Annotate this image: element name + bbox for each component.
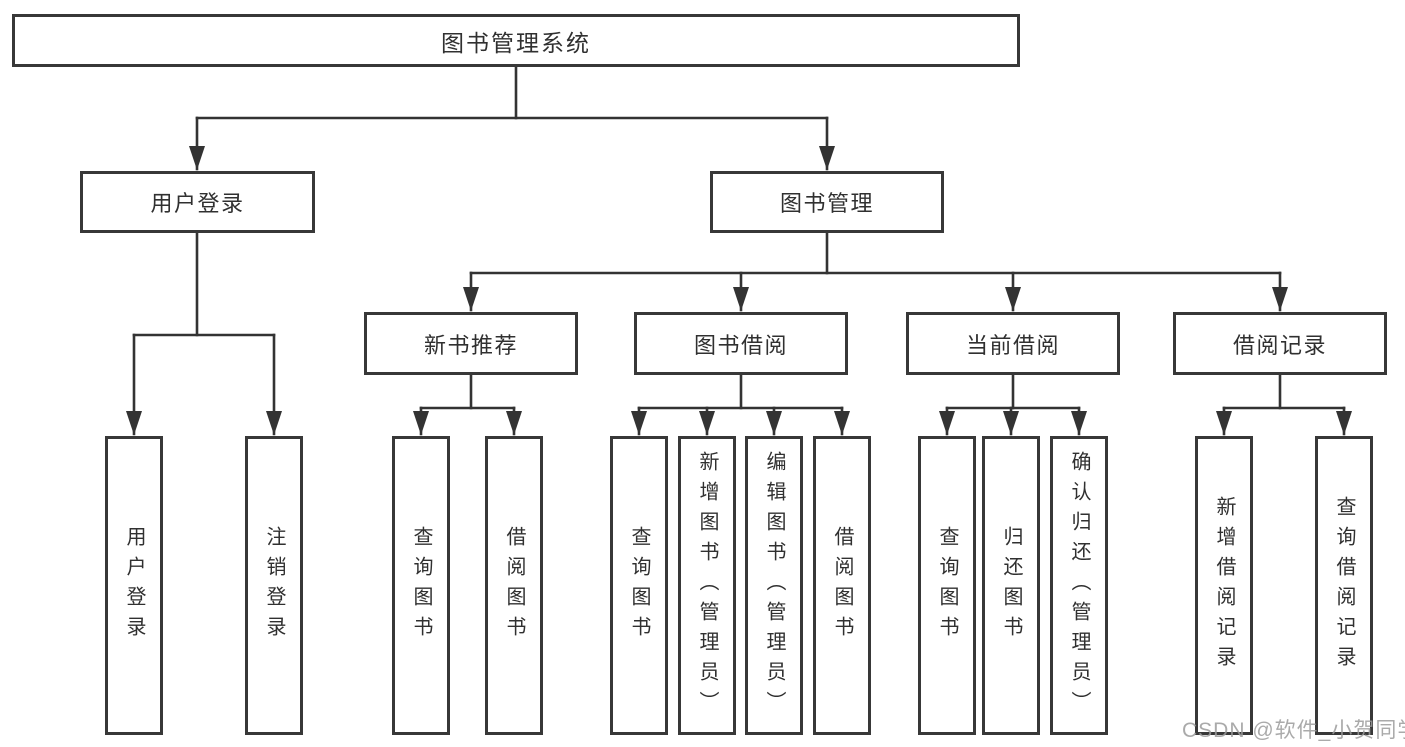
node-add-borrow-record: 新增借阅记录 xyxy=(1195,436,1253,735)
node-borrow-books-recommend: 借阅图书 xyxy=(485,436,543,735)
edges-book-borrowing-children xyxy=(631,373,850,436)
node-new-book-recommend: 新书推荐 xyxy=(364,312,578,375)
node-add-book-admin: 新增图书（管理员） xyxy=(678,436,736,735)
node-confirm-return-admin: 确认归还（管理员） xyxy=(1050,436,1108,735)
node-query-books-recommend: 查询图书 xyxy=(392,436,450,735)
node-logout: 注销登录 xyxy=(245,436,303,735)
edges-user-login-children xyxy=(126,231,282,436)
node-root: 图书管理系统 xyxy=(12,14,1020,67)
node-book-management: 图书管理 xyxy=(710,171,944,233)
node-query-books-borrowing: 查询图书 xyxy=(610,436,668,735)
edges-current-borrowing-children xyxy=(939,373,1087,436)
node-user-login-leaf: 用户登录 xyxy=(105,436,163,735)
node-borrowing-records: 借阅记录 xyxy=(1173,312,1387,375)
node-current-borrowing: 当前借阅 xyxy=(906,312,1120,375)
node-user-login: 用户登录 xyxy=(80,171,315,233)
edges-book-management-children xyxy=(463,231,1288,312)
node-query-books-current: 查询图书 xyxy=(918,436,976,735)
watermark: CSDN @软件_小贺同学 xyxy=(1182,719,1405,742)
edges-borrowing-records-children xyxy=(1216,373,1352,436)
edges-new-book-recommend-children xyxy=(413,373,522,436)
node-edit-book-admin: 编辑图书（管理员） xyxy=(745,436,803,735)
node-book-borrowing: 图书借阅 xyxy=(634,312,848,375)
node-return-book: 归还图书 xyxy=(982,436,1040,735)
node-borrow-books-borrowing: 借阅图书 xyxy=(813,436,871,735)
edges-root-to-level2 xyxy=(189,65,835,171)
node-query-borrow-record: 查询借阅记录 xyxy=(1315,436,1373,735)
